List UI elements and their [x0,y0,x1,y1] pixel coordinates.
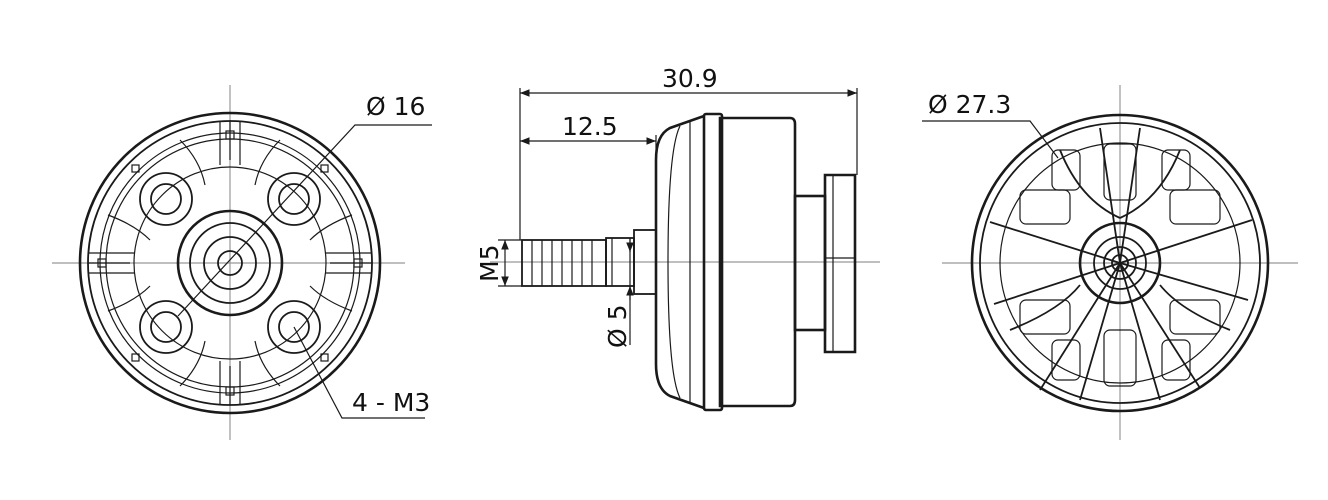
front-diameter-leader [177,124,432,317]
front-mount-label: 4 - M3 [352,388,430,417]
rear-shaft-end [1111,254,1129,272]
side-cap-curve [667,125,681,399]
front-diameter-label: Ø 16 [366,92,425,121]
rear-hub-mid [1093,236,1147,290]
front-ring-notches [97,130,363,396]
front-hub-mid [189,222,271,304]
front-hub-bearing [203,236,257,290]
rear-diameter-leader [922,120,1059,159]
rear-diameter-label: Ø 27.3 [928,90,1011,119]
rear-bearing [1103,246,1137,280]
front-outer-ring [78,111,382,415]
side-view: 30.9 12.5 M5 Ø 5 [475,64,880,412]
dim-thread-label: M5 [475,245,504,282]
side-threaded-shaft [521,239,607,287]
front-shaft [217,250,243,276]
rear-hub-outer [1078,221,1162,305]
side-base-neck [793,194,827,332]
rear-outer-ring-inner [979,122,1261,404]
front-fins [88,121,372,405]
side-bell [718,116,797,408]
dim-shaft-length-label: 12.5 [562,112,618,141]
front-mount-leader [293,326,425,419]
side-thread-lines [531,240,593,286]
rear-spokes [989,127,1253,401]
side-base-plate [823,173,857,354]
dim-overall-length-label: 30.9 [662,64,718,93]
side-bell-rim [702,112,724,412]
front-mount-holes [139,172,321,354]
rear-outer-ring [970,113,1270,413]
rear-view: Ø 27.3 [922,85,1298,440]
rear-vent-pockets [1019,143,1221,387]
front-view: Ø 16 4 - M3 [52,85,432,440]
rear-vent-ring [999,142,1241,384]
dim-shaft-diameter-label: Ø 5 [603,304,632,348]
front-hub-outer [176,209,284,317]
side-shaft-step [633,229,657,295]
front-pcd-ring [133,166,327,360]
